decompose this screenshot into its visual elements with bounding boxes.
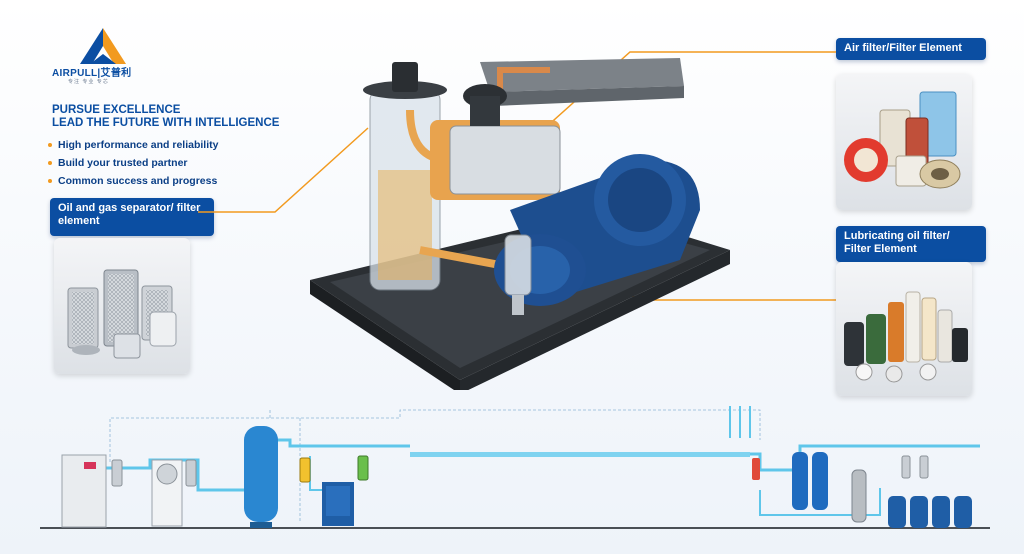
slogan-line-1: PURSUE EXCELLENCE [52, 104, 181, 116]
brand-tagline: 专注 专业 专芯 [68, 79, 109, 85]
slogan-line-2: LEAD THE FUTURE WITH INTELLIGENCE [52, 117, 280, 129]
brand-name: AIRPULL|艾普利 [52, 68, 132, 79]
lube-oil-filter-label: Lubricating oil filter/ Filter Element [836, 226, 986, 262]
air-filter-label: Air filter/Filter Element [836, 38, 986, 60]
screw-compressor-illustration [310, 58, 730, 390]
compressed-air-system-diagram [40, 406, 990, 529]
feature-item: Common success and progress [48, 174, 218, 192]
slogan: PURSUE EXCELLENCE LEAD THE FUTURE WITH I… [52, 104, 279, 130]
lube-oil-filter-photo [836, 262, 972, 396]
feature-item: Build your trusted partner [48, 156, 218, 174]
oil-gas-separator-photo [54, 238, 190, 374]
feature-list: High performance and reliability Build y… [48, 138, 218, 192]
feature-item: High performance and reliability [48, 138, 218, 156]
oil-gas-separator-label: Oil and gas separator/ filter element [50, 198, 214, 236]
airpull-logo [80, 28, 126, 64]
air-filter-photo [836, 74, 972, 210]
